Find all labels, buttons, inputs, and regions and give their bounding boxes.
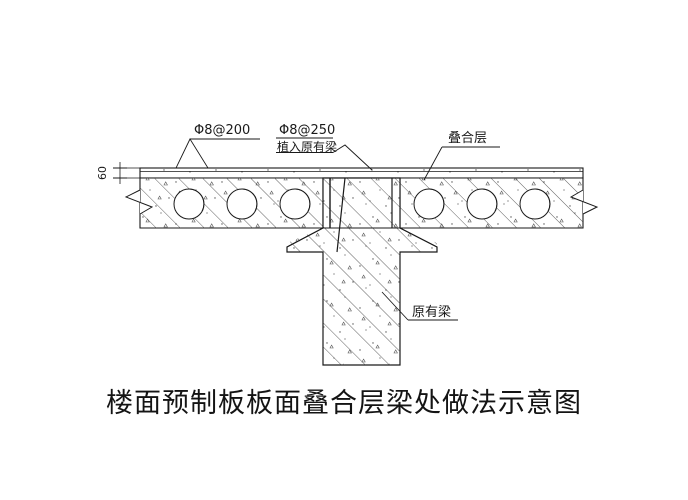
diagonal-leader-icon [423,146,443,181]
void-inner-arc [241,188,258,212]
beam-chamfer-left [286,227,324,248]
drawing-title: 楼面预制板板面叠合层梁处做法示意图 [106,388,582,419]
void-inner-arc [534,188,551,212]
void-inner-arc [428,188,445,212]
label-topping-layer-group: 叠合层 [423,131,500,181]
label-rebar-beam-note: 植入原有梁 [277,139,337,154]
break-line-right-icon [569,189,599,215]
diagonal-leader-icon [332,144,373,171]
dimension-value-60: 60 [96,166,109,180]
topping-layer-group [139,167,584,179]
label-rebar-beam: Φ8@250 [279,123,335,138]
void-inner-arc [294,188,311,212]
label-rebar-slab: Φ8@200 [194,123,250,138]
dimension-topping-thickness: 60 [96,162,140,184]
triangle-leader-icon [175,138,209,169]
slab-right-voids [413,188,551,220]
topping-layer-stipple [140,168,583,178]
label-existing-beam: 原有梁 [412,305,451,320]
dowel-bar [336,177,346,253]
precast-slab-left [124,177,324,229]
void-inner-arc [188,188,205,212]
slab-left-voids [173,188,311,220]
label-rebar-slab-group: Φ8@200 [175,123,260,169]
precast-slab-right [399,177,599,229]
label-topping-layer: 叠合层 [448,131,487,146]
label-rebar-beam-group: Φ8@250 植入原有梁 [276,123,373,171]
label-existing-beam-group: 原有梁 [381,291,458,321]
beam-chamfer-right [399,227,438,248]
break-line-left-icon [124,189,154,215]
void-inner-arc [481,188,498,212]
diagonal-leader-icon [381,291,409,321]
